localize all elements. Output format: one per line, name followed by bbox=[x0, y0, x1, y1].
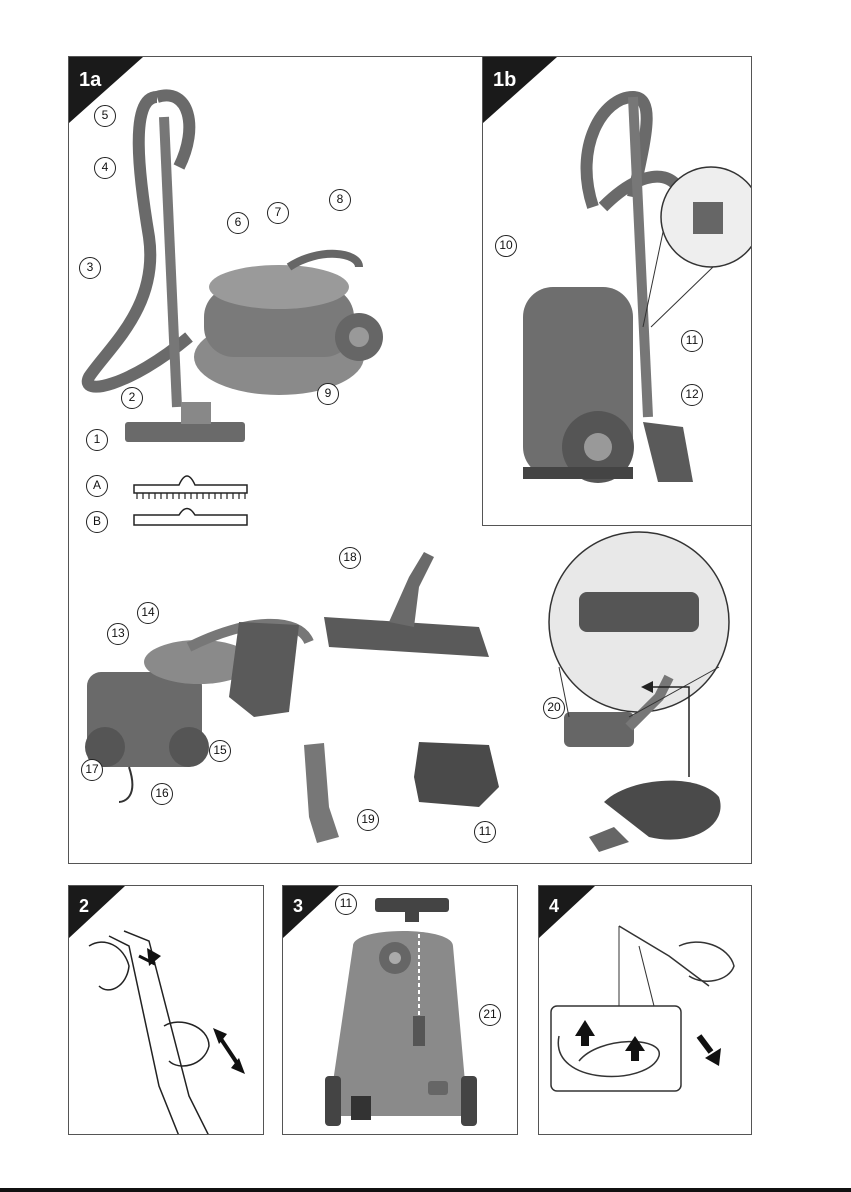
callout-14: 14 bbox=[137, 602, 159, 624]
callout-11-rear: 11 bbox=[335, 893, 357, 915]
callout-18: 18 bbox=[339, 547, 361, 569]
callout-20: 20 bbox=[543, 697, 565, 719]
callout-6: 6 bbox=[227, 212, 249, 234]
panel-4: 4 bbox=[538, 885, 752, 1135]
panel-1b: 1b 10 11 12 bbox=[482, 56, 752, 526]
callout-13: 13 bbox=[107, 623, 129, 645]
upright-parking-illustration bbox=[483, 57, 752, 526]
callout-11-parking: 11 bbox=[681, 330, 703, 352]
callout-9: 9 bbox=[317, 383, 339, 405]
telescopic-tube-illustration bbox=[69, 886, 264, 1135]
cord-rewind-illustration bbox=[539, 886, 752, 1135]
callout-5: 5 bbox=[94, 105, 116, 127]
callout-16: 16 bbox=[151, 783, 173, 805]
callout-4: 4 bbox=[94, 157, 116, 179]
callout-1: 1 bbox=[86, 429, 108, 451]
callout-17: 17 bbox=[81, 759, 103, 781]
callout-19: 19 bbox=[357, 809, 379, 831]
callout-11-clip: 11 bbox=[474, 821, 496, 843]
callout-12: 12 bbox=[681, 384, 703, 406]
callout-8: 8 bbox=[329, 189, 351, 211]
panel-2: 2 bbox=[68, 885, 264, 1135]
brush-position-b: B bbox=[86, 511, 108, 533]
panel-3: 3 11 21 bbox=[282, 885, 518, 1135]
callout-15: 15 bbox=[209, 740, 231, 762]
callout-2: 2 bbox=[121, 387, 143, 409]
footer-rule bbox=[0, 1188, 851, 1192]
callout-3: 3 bbox=[79, 257, 101, 279]
callout-10: 10 bbox=[495, 235, 517, 257]
callout-7: 7 bbox=[267, 202, 289, 224]
brush-position-a: A bbox=[86, 475, 108, 497]
callout-21: 21 bbox=[479, 1004, 501, 1026]
